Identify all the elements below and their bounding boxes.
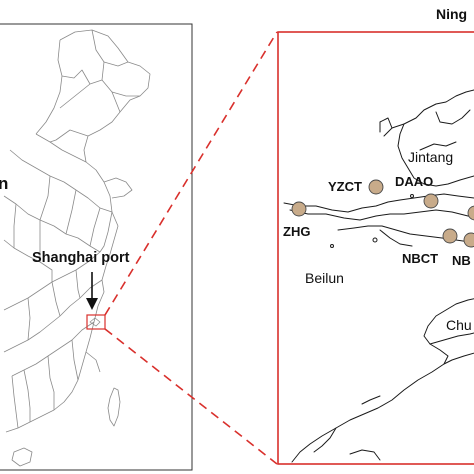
place-label-chuanshan: Chu	[446, 317, 472, 333]
zoom-map: Ning	[277, 6, 474, 465]
zoom-connector-lines	[104, 31, 278, 465]
terminal-marker-unlabeled	[467, 205, 474, 221]
terminal-label-zhg: ZHG	[283, 224, 310, 239]
terminal-label-nbct: NBCT	[402, 251, 438, 266]
callout-arrowhead	[86, 298, 98, 310]
study-area-coastline-detail	[89, 317, 101, 327]
zoom-map-frame	[277, 31, 474, 465]
zoom-connector-top	[104, 31, 278, 316]
terminal-label-yzct: YZCT	[328, 179, 362, 194]
terminal-label-daao: DAAO	[395, 174, 433, 189]
zoom-connector-bottom	[104, 328, 278, 465]
terminal-marker-nb	[463, 232, 474, 248]
ningbo-label-fragment: Ning	[436, 6, 467, 22]
place-label-beilun: Beilun	[305, 270, 344, 286]
terminal-markers	[291, 179, 474, 248]
place-label-jintang: Jintang	[408, 149, 453, 165]
overview-map: n Shanghai port	[0, 23, 193, 471]
terminal-marker-yzct	[368, 179, 384, 195]
terminal-marker-daao	[423, 193, 439, 209]
terminal-label-nb: NB	[452, 253, 471, 268]
coastlines	[283, 89, 474, 463]
china-provincial-boundaries	[3, 29, 151, 467]
terminal-labels: ZHG YZCT DAAO NBCT NB	[283, 174, 471, 268]
terminal-marker-zhg	[291, 201, 307, 217]
overview-map-frame	[0, 23, 193, 471]
terminal-marker-nbct	[442, 228, 458, 244]
study-area-highlight-box	[86, 314, 106, 330]
shanghai-port-callout: Shanghai port	[32, 250, 130, 266]
cropped-region-label: n	[0, 174, 8, 193]
